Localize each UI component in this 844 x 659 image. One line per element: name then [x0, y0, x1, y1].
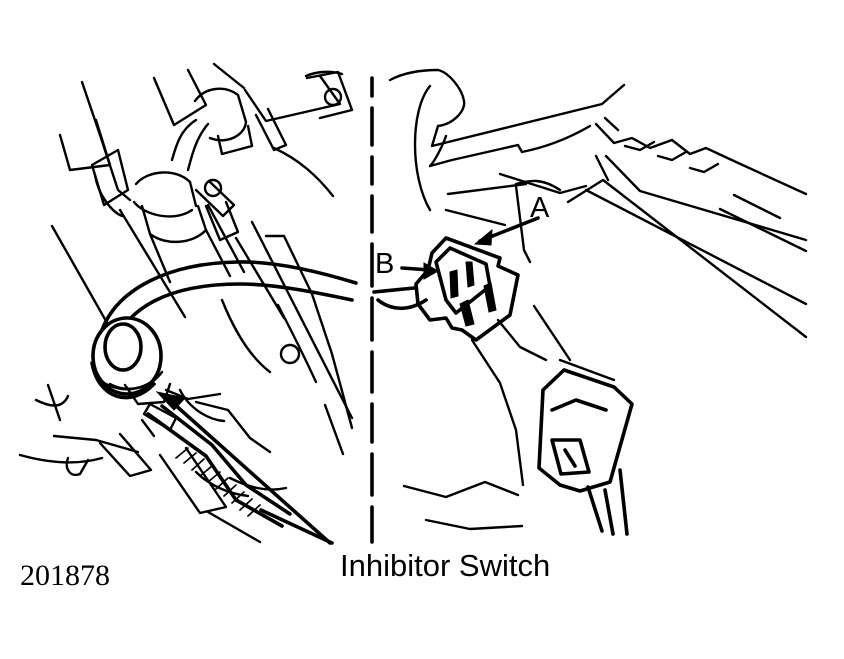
connector-label-a: A [530, 192, 550, 224]
connector-label-b: B [375, 248, 395, 280]
left-engine-view [18, 62, 358, 545]
figure-number: 201878 [20, 559, 110, 592]
right-connector-view [372, 68, 808, 536]
inhibitor-switch-caption: Inhibitor Switch [340, 548, 551, 583]
